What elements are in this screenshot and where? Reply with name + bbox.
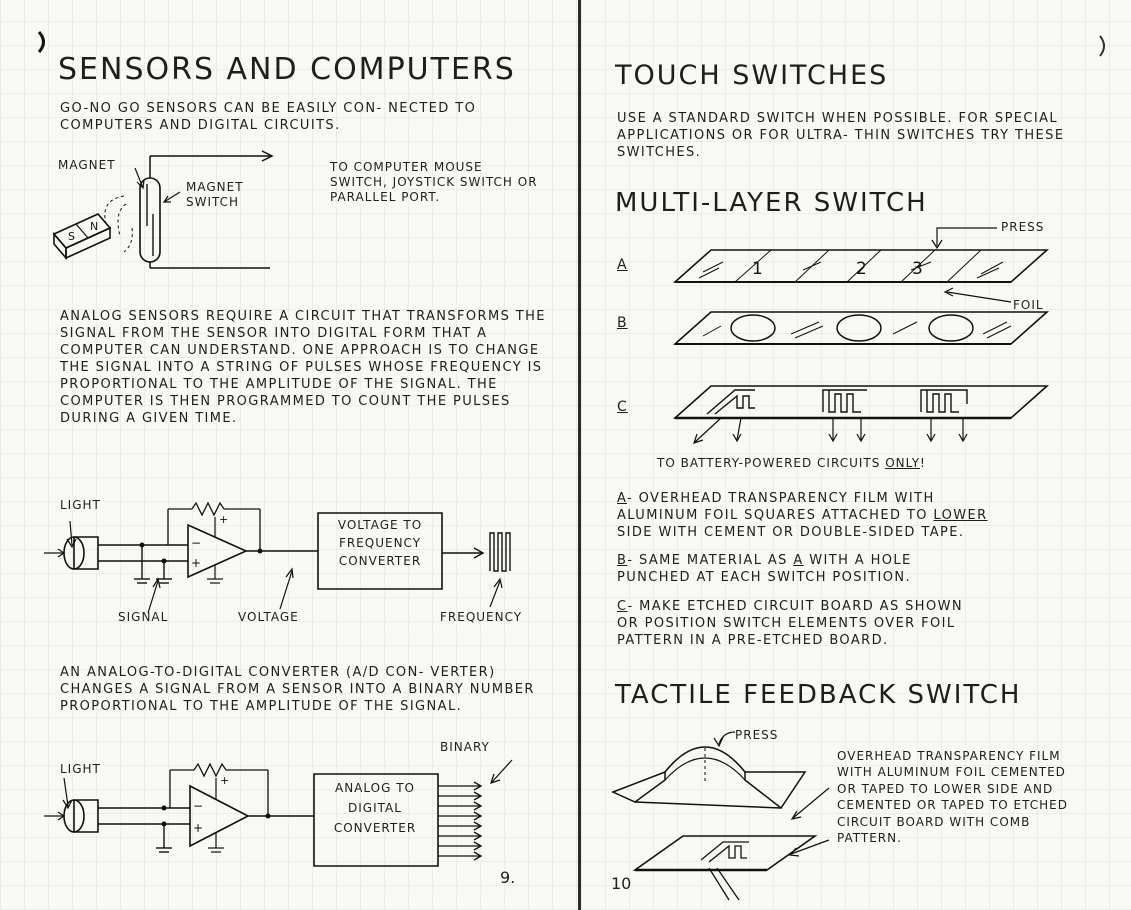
converter-box	[318, 513, 442, 589]
description-b-letter: B	[617, 553, 628, 568]
tactile-note: OVERHEAD TRANSPARENCY FILM WITH ALUMINUM…	[837, 749, 1068, 846]
feedback-resistor	[194, 764, 226, 776]
page-title: SENSORS AND COMPUTERS	[58, 52, 516, 87]
description-c-line2: OR POSITION SWITCH ELEMENTS OVER FOIL	[617, 616, 956, 631]
description-b-line1: - SAME MATERIAL AS	[627, 553, 788, 568]
op-amp	[190, 786, 248, 846]
magnet-label: MAGNET	[58, 158, 116, 172]
svg-text:+: +	[219, 513, 228, 526]
hole-3	[929, 315, 973, 341]
binary-label: BINARY	[440, 740, 490, 754]
pole-s-label: S	[68, 230, 75, 243]
description-a-letter: A	[617, 491, 628, 506]
light-label-2: LIGHT	[60, 762, 101, 776]
svg-text:−: −	[191, 536, 201, 550]
analog-sensors-paragraph: ANALOG SENSORS REQUIRE A CIRCUIT THAT TR…	[60, 309, 546, 426]
touch-switches-title: TOUCH SWITCHES	[615, 60, 889, 91]
description-b: B- SAME MATERIAL AS A WITH A HOLE PUNCHE…	[617, 552, 1097, 586]
layer-a-label: A	[617, 257, 628, 273]
key-1-label: 1	[752, 259, 763, 279]
binary-outputs	[438, 782, 481, 860]
svg-text:+: +	[191, 556, 201, 570]
description-c-letter: C	[617, 599, 628, 614]
description-c-line1: - MAKE ETCHED CIRCUIT BOARD AS SHOWN	[627, 599, 963, 614]
comb-pattern	[701, 842, 749, 900]
description-a-line2: ALUMINUM FOIL SQUARES ATTACHED TO	[617, 508, 928, 523]
description-b-ref: A	[793, 553, 804, 568]
key-3-label: 3	[912, 259, 923, 279]
adc-box	[314, 774, 438, 866]
key-2-label: 2	[856, 259, 867, 279]
layer-b-label: B	[617, 315, 628, 331]
description-c-line3: PATTERN IN A PRE-ETCHED BOARD.	[617, 633, 889, 648]
tactile-press-label: PRESS	[735, 728, 779, 742]
domed-film	[665, 747, 745, 772]
battery-warning-text: TO BATTERY-POWERED CIRCUITS	[657, 456, 881, 470]
foil-label: FOIL	[1013, 298, 1044, 312]
page-number-9: 9.	[500, 868, 516, 887]
adc-paragraph: AN ANALOG-TO-DIGITAL CONVERTER (A/D CON-…	[60, 665, 535, 714]
only-emphasis: ONLY	[885, 456, 921, 470]
lower-emphasis: LOWER	[933, 508, 988, 523]
comb-patterns	[707, 390, 967, 414]
page-edge-mark	[1097, 34, 1111, 58]
voltage-to-frequency-diagram: − + +	[40, 495, 560, 620]
reed-switch-glass	[140, 178, 160, 262]
description-a: A- OVERHEAD TRANSPARENCY FILM WITH ALUMI…	[617, 490, 1097, 541]
layer-c-label: C	[617, 399, 628, 415]
battery-warning: TO BATTERY-POWERED CIRCUITS ONLY!	[657, 456, 926, 471]
description-c: C- MAKE ETCHED CIRCUIT BOARD AS SHOWN OR…	[617, 598, 1097, 649]
svg-text:+: +	[193, 821, 203, 835]
svg-text:−: −	[193, 799, 203, 813]
pole-n-label: N	[90, 220, 98, 233]
light-label: LIGHT	[60, 498, 101, 512]
adc-box-label: ANALOG TO DIGITAL CONVERTER	[333, 781, 417, 835]
tactile-leader-arrows	[785, 770, 845, 870]
tactile-switch-diagram	[605, 722, 835, 902]
description-b-line2: PUNCHED AT EACH SWITCH POSITION.	[617, 570, 912, 585]
graph-paper-background	[581, 0, 1131, 910]
tactile-title: TACTILE FEEDBACK SWITCH	[615, 680, 1022, 710]
intro-text: GO-NO GO SENSORS CAN BE EASILY CON- NECT…	[60, 101, 477, 133]
description-a-line1: - OVERHEAD TRANSPARENCY FILM WITH	[627, 491, 935, 506]
svg-text:+: +	[220, 774, 229, 787]
page-gutter	[578, 0, 581, 910]
left-page: SENSORS AND COMPUTERS GO-NO GO SENSORS C…	[0, 0, 578, 910]
layer-c-board	[675, 386, 1047, 418]
pulse-train	[490, 533, 510, 571]
feedback-resistor	[192, 503, 224, 515]
multi-layer-title: MULTI-LAYER SWITCH	[615, 188, 928, 218]
computer-targets-label: TO COMPUTER MOUSE SWITCH, JOYSTICK SWITC…	[330, 160, 538, 204]
hole-1	[731, 315, 775, 341]
magnet-switch-diagram: S N	[40, 148, 300, 278]
touch-intro-text: USE A STANDARD SWITCH WHEN POSSIBLE. FOR…	[617, 111, 1065, 160]
op-amp	[188, 525, 246, 577]
page-edge-mark	[36, 30, 50, 54]
press-label: PRESS	[1001, 220, 1045, 234]
magnet-switch-label: MAGNET SWITCH	[186, 180, 244, 209]
lead-arrows	[694, 418, 967, 443]
multi-layer-switch-diagram: 1 2 3	[611, 218, 1091, 478]
description-a-line3: SIDE WITH CEMENT OR DOUBLE-SIDED TAPE.	[617, 525, 965, 540]
exclamation: !	[920, 456, 926, 470]
right-page: TOUCH SWITCHES USE A STANDARD SWITCH WHE…	[581, 0, 1131, 910]
analog-to-digital-diagram: − + +	[40, 750, 520, 880]
voltage-label: VOLTAGE	[238, 610, 299, 624]
signal-label: SIGNAL	[118, 610, 169, 624]
hole-2	[837, 315, 881, 341]
graph-paper-background	[0, 0, 578, 910]
page-number-10: 10	[611, 874, 632, 893]
frequency-label: FREQUENCY	[440, 610, 523, 624]
description-b-line1b: WITH A HOLE	[809, 553, 912, 568]
v-to-f-converter-label: VOLTAGE TO FREQUENCY CONVERTER	[337, 518, 423, 568]
